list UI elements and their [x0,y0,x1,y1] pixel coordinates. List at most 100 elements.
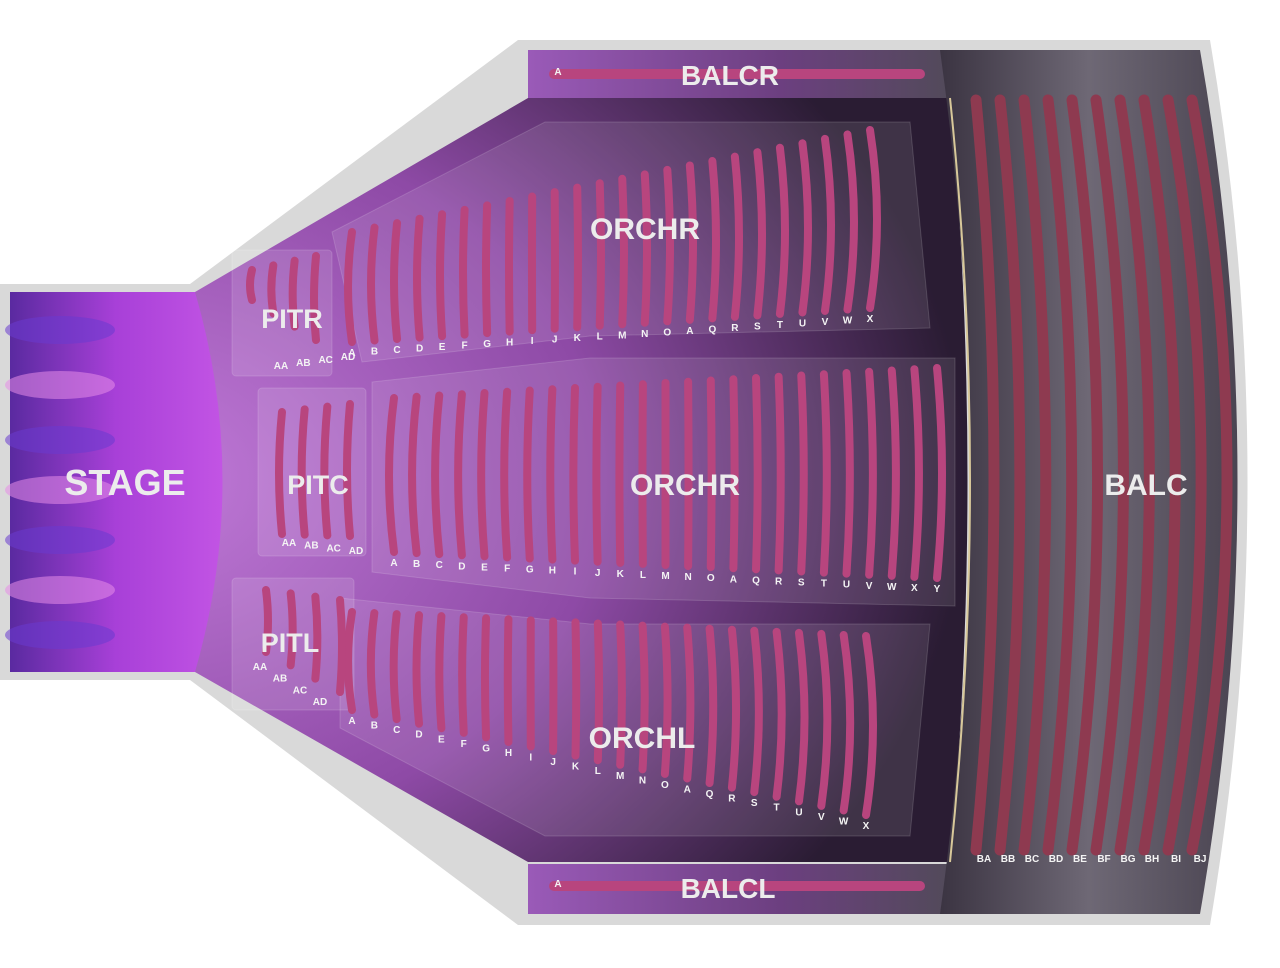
orch-top-row[interactable] [820,134,835,315]
orch-center-row-label: X [911,583,918,594]
orch-top-row[interactable] [595,179,605,330]
pitl-row[interactable] [311,592,322,683]
orch-top-row[interactable] [367,223,379,345]
orch-bottom-row[interactable] [794,628,809,806]
orch-bottom-row[interactable] [458,613,468,737]
pitr-row[interactable] [310,252,320,344]
orch-bottom-row[interactable] [366,609,379,719]
orch-top-row[interactable] [390,219,402,344]
orch-center-row[interactable] [454,390,466,560]
orch-center-row[interactable] [546,385,557,564]
orch-bottom-row[interactable] [750,626,763,797]
orch-top-row[interactable] [482,201,492,338]
orch-center-row[interactable] [385,394,398,556]
pitc-row[interactable] [343,400,354,540]
balc-row[interactable] [1138,94,1181,856]
orch-top-row[interactable] [663,165,674,326]
pitl-row[interactable] [286,589,297,670]
orch-center-row[interactable] [729,375,739,573]
pitr-row[interactable] [288,256,299,331]
orch-top-row[interactable] [866,126,881,312]
orch-top-row[interactable] [753,148,766,320]
orch-center-row[interactable] [842,369,854,578]
orch-top-row[interactable] [436,210,447,341]
balc-row[interactable] [994,94,1026,856]
orch-bottom-row[interactable] [705,624,718,788]
pitc-row[interactable] [297,405,309,539]
orch-center-row[interactable] [592,382,602,566]
balc-row[interactable] [970,94,1000,856]
orch-top-row[interactable] [685,161,697,324]
pitl-row[interactable] [262,586,272,656]
orch-bottom-row[interactable] [503,615,513,746]
orch-center-row[interactable] [500,387,512,562]
orch-top-row[interactable] [459,205,469,339]
orch-center-row[interactable] [477,389,489,561]
orch-top-row[interactable] [843,130,858,314]
pitl-row[interactable] [336,596,346,696]
balc-row[interactable] [1042,94,1078,856]
orch-center-row[interactable] [408,392,421,558]
orch-center-row[interactable] [865,367,877,579]
orch-bottom-row[interactable] [817,629,832,810]
orch-bottom-row[interactable] [638,621,649,774]
balc-row-label: BF [1097,854,1110,865]
orch-top-row[interactable] [573,183,582,332]
orch-top-row[interactable] [708,157,720,323]
orch-bottom-row[interactable] [772,627,786,801]
orch-center-row[interactable] [910,365,923,581]
orch-bottom-row[interactable] [839,630,855,815]
orch-top-row-label: O [663,327,671,338]
pitr-row[interactable] [246,266,256,304]
orch-center-row[interactable] [752,374,762,574]
orch-center-row[interactable] [706,376,716,572]
balcl-label: BALCL [681,873,776,904]
orch-bottom-row[interactable] [412,611,424,728]
orch-center-row[interactable] [933,364,946,582]
orch-center-row[interactable] [615,381,625,567]
balc-row[interactable] [1018,94,1052,856]
orch-bottom-row[interactable] [344,608,356,714]
balc-row[interactable] [1186,94,1233,856]
pitc-row[interactable] [320,402,332,540]
orch-top-row[interactable] [413,214,424,342]
orch-bottom-row[interactable] [862,632,877,819]
balc-row[interactable] [1090,94,1129,856]
balc-row[interactable] [1114,94,1155,856]
orch-center-row[interactable] [887,366,900,580]
orch-bottom-row[interactable] [660,622,672,778]
orch-bottom-row[interactable] [593,619,604,765]
orch-center-row[interactable] [774,372,785,575]
orch-bottom-row-label: M [616,771,624,782]
orch-bottom-row[interactable] [435,612,446,733]
orch-center-row[interactable] [523,386,534,563]
orch-center-label: ORCHR [630,469,740,502]
orch-bottom-row[interactable] [480,614,491,742]
orch-center-row-label: F [504,563,510,574]
orch-center-row[interactable] [431,391,444,559]
orch-top-row[interactable] [775,143,789,318]
pitr-row[interactable] [267,261,278,318]
orch-bottom-row[interactable] [389,610,401,724]
orch-center-row[interactable] [797,371,808,576]
orch-bottom-row-label: A [684,784,691,795]
orch-bottom-row[interactable] [616,620,626,769]
balc-row[interactable] [1066,94,1104,856]
orch-top-row-label: E [439,342,446,353]
orch-top-row[interactable] [344,228,356,346]
orch-top-row[interactable] [640,170,651,327]
orch-center-row[interactable] [819,370,831,577]
orch-bottom-row[interactable] [727,625,741,792]
orch-bottom-row[interactable] [683,623,695,783]
balc-row[interactable] [1162,94,1207,856]
orch-top-row[interactable] [798,139,812,317]
orch-top-row[interactable] [618,174,628,329]
pitc-row[interactable] [275,408,286,538]
orch-center-row[interactable] [569,384,579,565]
orch-bottom-row-label: V [818,812,825,823]
orch-top-row[interactable] [730,152,743,321]
orch-bottom-row[interactable] [571,618,581,760]
orch-top-row[interactable] [505,196,514,336]
